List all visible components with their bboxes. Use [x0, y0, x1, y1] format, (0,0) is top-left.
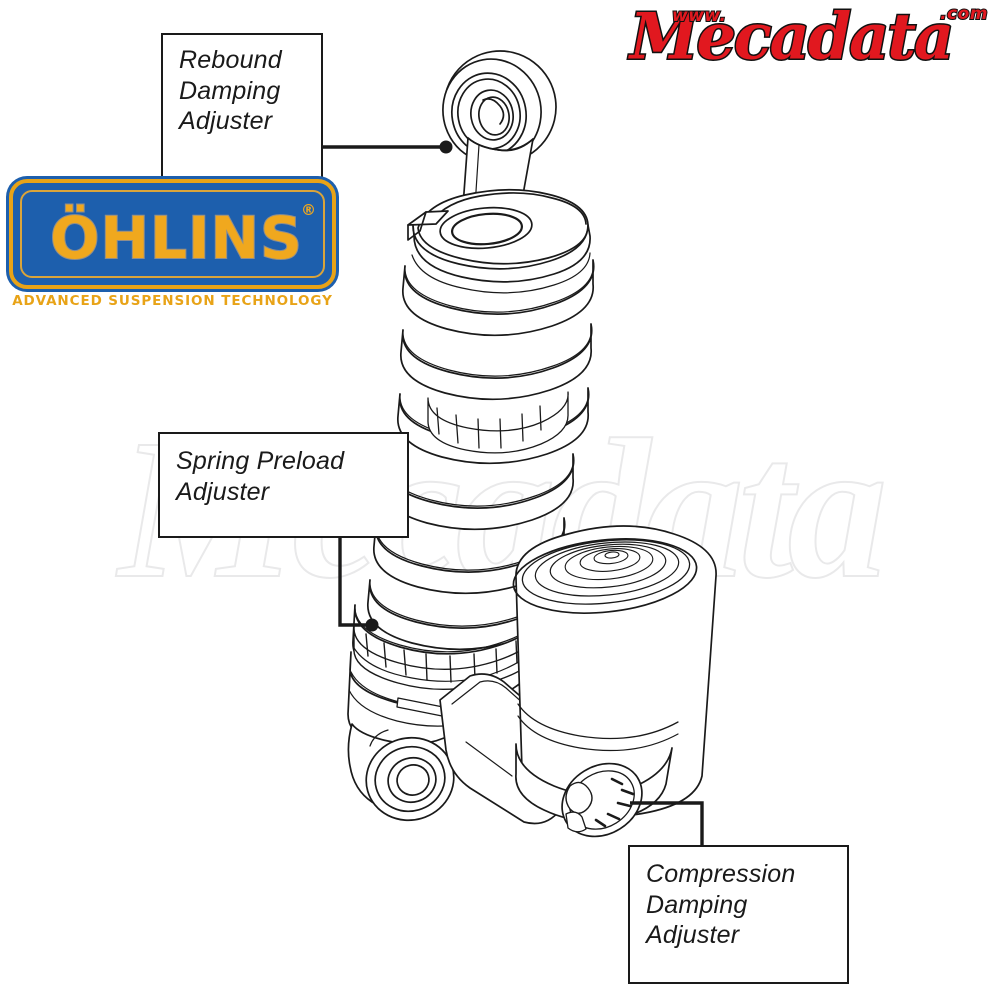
- callout-rebound-line-3: Adjuster: [179, 107, 273, 135]
- registered-trademark-icon: ®: [301, 201, 316, 219]
- callout-compression-line-1: Compression: [646, 860, 796, 888]
- lower-mounting-eyelet: [365, 736, 455, 822]
- preload-adjuster-ring-upper: [427, 391, 569, 454]
- ohlins-logo-plate: ÖHLINS ®: [9, 179, 336, 289]
- compression-damping-adjuster: [561, 762, 643, 838]
- mecadata-url-prefix: www.: [671, 5, 727, 27]
- callout-preload-line-2: Adjuster: [176, 477, 270, 506]
- ohlins-wordmark: ÖHLINS: [49, 203, 303, 273]
- ohlins-logo-inner-border: [20, 190, 325, 278]
- coil-spring: [367, 259, 595, 651]
- ohlins-tagline: ADVANCED SUSPENSION TECHNOLOGY: [12, 293, 333, 309]
- callout-spring-preload-adjuster[interactable]: Spring Preload Adjuster: [158, 432, 409, 538]
- callout-preload-line-1: Spring Preload: [176, 447, 345, 475]
- callout-compression-line-3: Adjuster: [646, 921, 740, 949]
- ohlins-logo[interactable]: ÖHLINS ® ADVANCED SUSPENSION TECHNOLOGY: [9, 179, 336, 315]
- mecadata-logo[interactable]: Mecadata www. .com: [586, 0, 996, 74]
- callout-compression-line-2: Damping: [646, 890, 748, 919]
- callout-compression-damping-adjuster[interactable]: Compression Damping Adjuster: [628, 845, 849, 984]
- upper-spring-seat: [407, 188, 591, 294]
- callout-rebound-damping-adjuster[interactable]: Rebound Damping Adjuster: [161, 33, 323, 183]
- mecadata-url-suffix: .com: [939, 3, 988, 25]
- mecadata-wordmark: Mecadata: [628, 0, 955, 74]
- callout-rebound-line-1: Rebound: [179, 46, 282, 74]
- top-mounting-eyelet: [442, 50, 557, 164]
- callout-rebound-line-2: Damping: [179, 76, 281, 105]
